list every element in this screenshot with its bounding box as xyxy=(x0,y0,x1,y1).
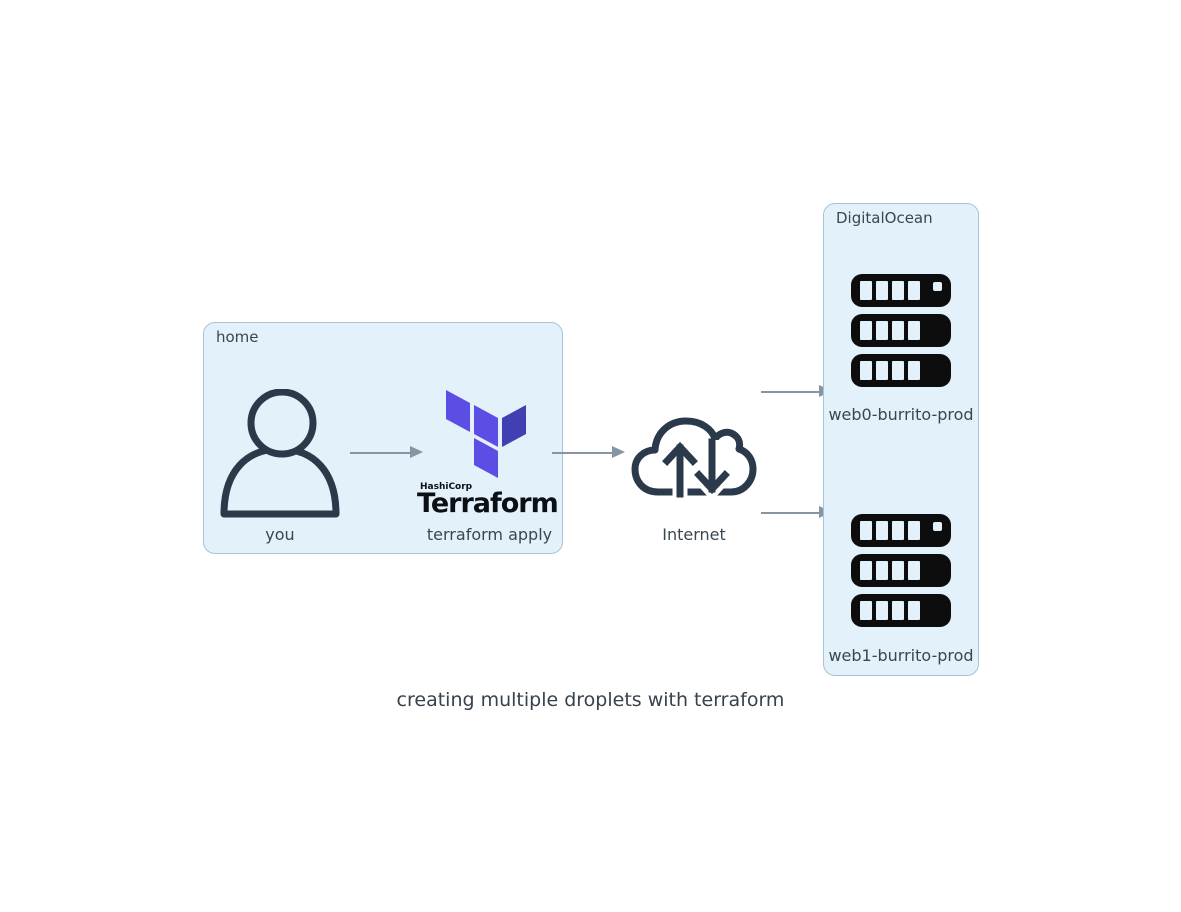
server-icon xyxy=(851,514,951,547)
diagram-caption: creating multiple droplets with terrafor… xyxy=(396,689,785,711)
arrow-internet-to-web0 xyxy=(761,385,832,397)
home-group-label: home xyxy=(216,328,259,346)
web0-droplet-label: web0-burrito-prod xyxy=(828,405,974,424)
server-icon xyxy=(851,314,951,347)
server-stack-icon-web0 xyxy=(851,274,951,394)
terraform-wordmark: Terraform xyxy=(417,488,559,519)
server-stack-icon-web1 xyxy=(851,514,951,634)
server-icon xyxy=(851,554,951,587)
server-led-icon xyxy=(933,522,942,531)
arrow-you-to-terraform xyxy=(350,446,423,458)
terraform-logo-icon xyxy=(446,390,526,478)
internet-label: Internet xyxy=(662,525,726,544)
server-icon xyxy=(851,354,951,387)
arrow-home-to-internet xyxy=(552,446,625,458)
server-icon xyxy=(851,594,951,627)
server-led-icon xyxy=(933,282,942,291)
web1-droplet-label: web1-burrito-prod xyxy=(828,646,974,665)
terraform-apply-label: terraform apply xyxy=(426,525,553,544)
you-label: you xyxy=(265,525,295,544)
person-icon xyxy=(220,389,340,518)
server-icon xyxy=(851,274,951,307)
hashicorp-wordmark: HashiCorp xyxy=(420,482,473,492)
cloud-transfer-icon xyxy=(631,417,757,500)
digitalocean-group-label: DigitalOcean xyxy=(836,209,933,227)
arrow-internet-to-web1 xyxy=(761,506,832,518)
